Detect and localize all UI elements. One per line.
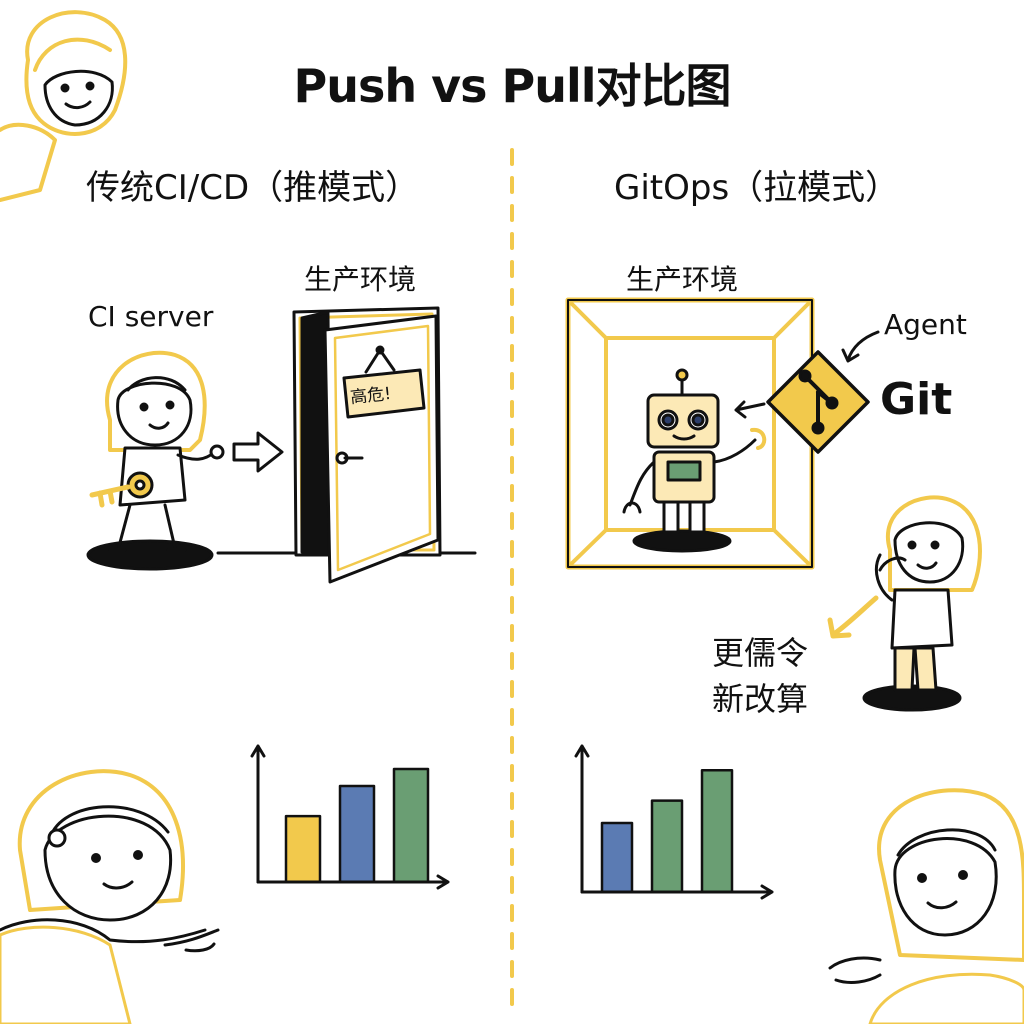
key-icon	[89, 471, 154, 508]
page-title: Push vs Pull对比图	[293, 59, 732, 113]
y-axis	[574, 744, 590, 894]
bar-3	[392, 767, 430, 884]
bar-1	[284, 814, 322, 884]
agent-label: Agent	[884, 308, 967, 341]
pull-bar-chart	[574, 744, 774, 900]
x-axis	[580, 884, 774, 900]
bar-3	[700, 768, 734, 894]
side-note-arrow-icon	[827, 595, 879, 639]
side-note-line-2: 新改算	[712, 680, 809, 718]
push-mode-heading: 传统CI/CD（推模式）	[86, 168, 420, 208]
ci-server-girl-icon	[86, 350, 225, 571]
pull-production-env-label: 生产环境	[626, 263, 739, 296]
ci-server-label: CI server	[88, 300, 214, 333]
right-girl-icon	[862, 495, 982, 712]
agent-arrow-icon	[841, 330, 880, 363]
x-axis	[256, 874, 450, 890]
push-arrow-icon	[232, 431, 284, 473]
y-axis	[250, 744, 266, 884]
bottom-right-girl-icon	[828, 788, 1024, 1024]
push-bar-chart	[250, 744, 450, 890]
git-logo-icon	[766, 350, 870, 454]
production-door-icon	[292, 306, 442, 584]
side-note-line-1: 更儒令	[712, 634, 809, 672]
push-production-env-label: 生产环境	[304, 263, 417, 296]
danger-sign-text: 高危!	[349, 383, 393, 409]
top-left-girl-icon	[0, 10, 128, 202]
bar-1	[600, 821, 634, 894]
git-label: Git	[880, 374, 953, 425]
pull-arrow-icon	[734, 400, 766, 419]
agent-robot-icon	[622, 368, 767, 553]
bar-2	[650, 799, 684, 894]
bar-2	[338, 784, 376, 884]
pull-mode-heading: GitOps（拉模式）	[614, 168, 900, 208]
bottom-left-girl-icon	[0, 769, 220, 1024]
